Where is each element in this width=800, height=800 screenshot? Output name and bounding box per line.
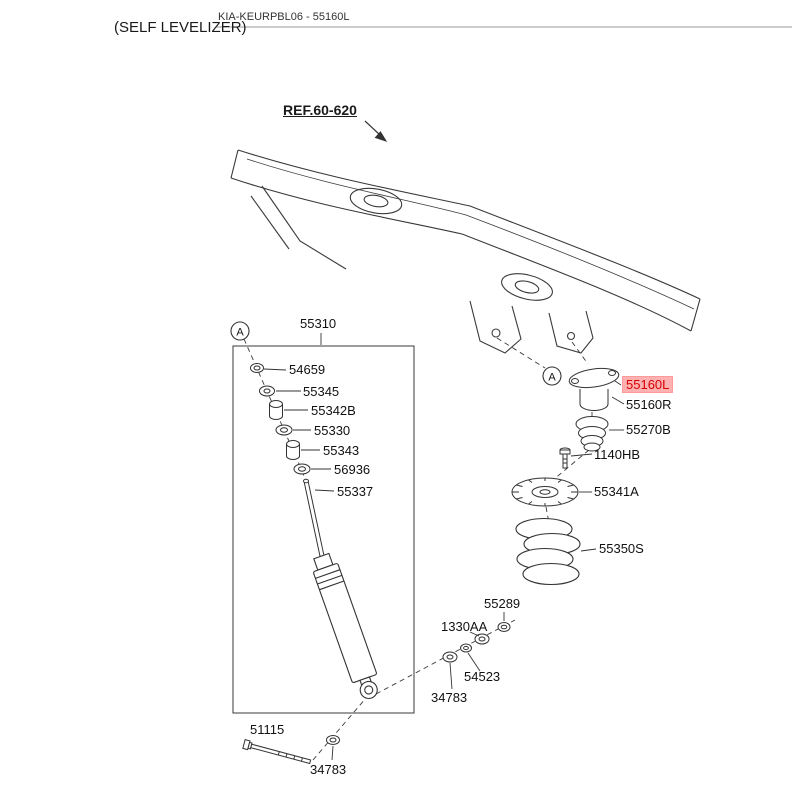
stud-54523-drawing [460,643,472,653]
levelizer-bracket-drawing [568,367,620,411]
part-label-1140hb[interactable]: 1140HB [594,447,641,462]
ref-arrow [364,120,388,142]
part-label-55160l-highlighted[interactable]: 55160L [622,376,674,393]
page-title: (SELF LEVELIZER) [114,19,247,36]
part-label-51115[interactable]: 51115 [250,722,285,737]
shock-absorber-drawing [313,552,378,700]
part-label-55342b[interactable]: 55342B [311,403,356,418]
part-label-55270b[interactable]: 55270B [626,422,671,437]
callout-a-right: A [542,366,562,386]
bolt-51115-drawing [242,739,312,765]
insulator-55270b-drawing [575,416,609,452]
part-label-55343[interactable]: 55343 [323,443,360,458]
part-label-55350s[interactable]: 55350S [599,541,644,556]
bushing-55343-drawing [286,440,300,460]
part-label-55345[interactable]: 55345 [303,384,340,399]
nut-55289-drawing [497,622,511,632]
washer-55330-drawing [275,424,293,436]
frame-drawing [230,149,701,354]
spring-seat-55341a-drawing [511,477,579,507]
exploded-view-box [232,345,415,714]
leader-lines [263,333,625,761]
part-label-54659[interactable]: 54659 [289,362,326,377]
callout-a-left: A [230,321,250,341]
callout-a-right-label: A [548,372,556,384]
part-label-34783-left[interactable]: 34783 [310,762,347,777]
ref-link[interactable]: REF.60-620 [283,102,357,118]
nut-54659-drawing [250,363,264,373]
washer-56936-drawing [293,463,311,475]
bolt-1140hb-drawing [559,447,571,469]
coil-spring-55350s-drawing [515,517,581,586]
bushing-55342b-drawing [269,400,283,420]
part-label-54523[interactable]: 54523 [464,669,501,684]
catalog-code: KIA-KEURPBL06 - 55160L [218,11,350,23]
rod-55337-drawing [303,478,325,558]
part-label-1330aa[interactable]: 1330AA [441,619,488,634]
washer-1330aa-drawing [474,633,490,645]
part-label-55310[interactable]: 55310 [300,316,337,331]
callout-a-left-label: A [236,327,244,339]
washer-55345-drawing [259,385,275,397]
part-label-34783-right[interactable]: 34783 [431,690,468,705]
part-label-56936[interactable]: 56936 [334,462,371,477]
part-label-55289[interactable]: 55289 [484,596,521,611]
washer-34783-right-drawing [442,651,458,663]
part-label-55341a[interactable]: 55341A [594,484,639,499]
part-label-55160r[interactable]: 55160R [626,397,672,412]
nut-34783-left-drawing [326,735,340,745]
part-label-55337[interactable]: 55337 [337,484,374,499]
part-label-55330[interactable]: 55330 [314,423,351,438]
